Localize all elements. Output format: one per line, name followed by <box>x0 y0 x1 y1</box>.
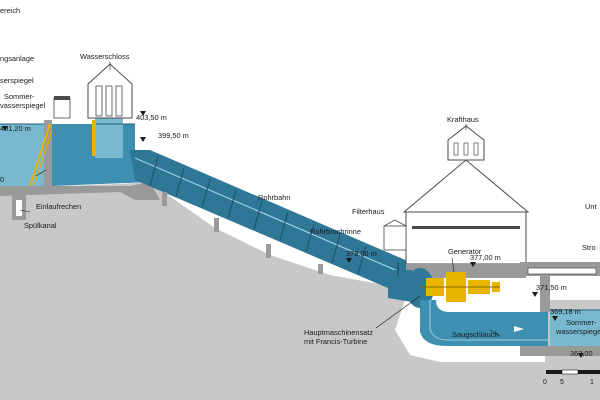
elevation-markers <box>2 111 584 358</box>
tailrace-opening <box>527 267 597 275</box>
label-bereich: ereich <box>0 6 20 15</box>
penstock-rings <box>149 155 367 275</box>
label-wasserspiegel2: vasserspiegel <box>0 101 46 110</box>
wasserschloss-building <box>87 63 133 119</box>
label-sommer: Sommer- <box>4 92 35 101</box>
machine-floor <box>406 264 526 278</box>
tailrace-floor <box>520 346 600 356</box>
label-wasserspiegel-top: serspiegel <box>0 76 34 85</box>
label-elev-403: 403,50 m <box>136 113 167 122</box>
krafthaus-roof <box>402 159 530 213</box>
krafthaus-crane <box>412 226 520 229</box>
headrace-foundation <box>0 182 160 200</box>
label-fangsanlage: ngsanlage <box>0 54 34 63</box>
turbine-inlet <box>388 270 412 302</box>
label-stro: Stro <box>582 243 596 252</box>
ws-window-2 <box>105 85 113 117</box>
label-rohrbruchrinne: Rohrbruchrinne <box>310 227 361 236</box>
label-generator: Generator <box>448 247 482 256</box>
draft-tube-highlight <box>429 300 548 341</box>
label-wasserschloss: Wasserschloss <box>80 52 130 61</box>
label-elev-363: 363,00 <box>570 349 593 358</box>
label-francis-turbine: mit Francis-Turbine <box>304 337 367 346</box>
ws-window-3 <box>115 85 123 117</box>
intake-gate <box>92 120 96 156</box>
label-elev-369: 369,18 m <box>550 307 581 316</box>
label-elev-371: 371,50 m <box>536 283 567 292</box>
label-einlaufrechen: Einlaufrechen <box>36 202 81 211</box>
ws-window-1 <box>95 85 103 117</box>
label-sommer-wasserspiegel-2: wasserspiegel <box>555 327 600 336</box>
penstock-highlight <box>134 157 401 273</box>
einlaufrechen-rack <box>29 123 51 187</box>
label-elev-401: 401,20 m <box>0 124 31 133</box>
scale-bar <box>546 369 600 375</box>
scale-label-1: 1 <box>590 379 594 386</box>
tailrace-wall <box>540 276 550 312</box>
label-saugschlauch: Saugschlauch <box>452 330 498 339</box>
intake-house-roof <box>54 96 70 100</box>
wasserschloss-shaft <box>95 118 123 158</box>
draft-tube <box>420 300 548 346</box>
label-elev-0: 0 <box>0 175 4 184</box>
label-krafthaus: Krafthaus <box>447 115 479 124</box>
intake-house <box>53 97 71 119</box>
lantern-window-2 <box>463 142 469 156</box>
label-filterhaus: Filterhaus <box>352 207 385 216</box>
filterhaus <box>383 225 407 251</box>
lantern-window-3 <box>473 142 479 156</box>
flow-arrows <box>514 326 524 332</box>
label-sommer-wasserspiegel: Sommer- <box>566 318 597 327</box>
filterhaus-roof <box>383 219 407 227</box>
rack-line <box>33 123 55 187</box>
intake-wall <box>44 120 52 190</box>
spuelkanal-channel <box>16 200 22 216</box>
krafthaus-hall <box>405 211 527 265</box>
scale-label-5: 5 <box>560 379 564 386</box>
penstock-supports <box>162 192 323 274</box>
label-spuelkanal: Spülkanal <box>24 221 57 230</box>
label-unt: Unt <box>585 202 597 211</box>
leader-lines <box>19 62 501 337</box>
lantern-window-1 <box>453 142 459 156</box>
tailrace-water <box>550 310 600 350</box>
label-elev-377: 377,00 m <box>470 253 501 262</box>
penstock <box>130 150 410 288</box>
scale-label-0: 0 <box>543 379 547 386</box>
terrain <box>0 182 600 400</box>
reservoir-water <box>0 124 52 186</box>
label-elev-378: 378,00 m <box>346 249 377 258</box>
label-elev-399: 399,50 m <box>158 131 189 140</box>
label-rohrbahn: Rohrbahn <box>258 193 290 202</box>
label-hauptmaschinensatz: Hauptmaschinensatz <box>304 328 373 337</box>
